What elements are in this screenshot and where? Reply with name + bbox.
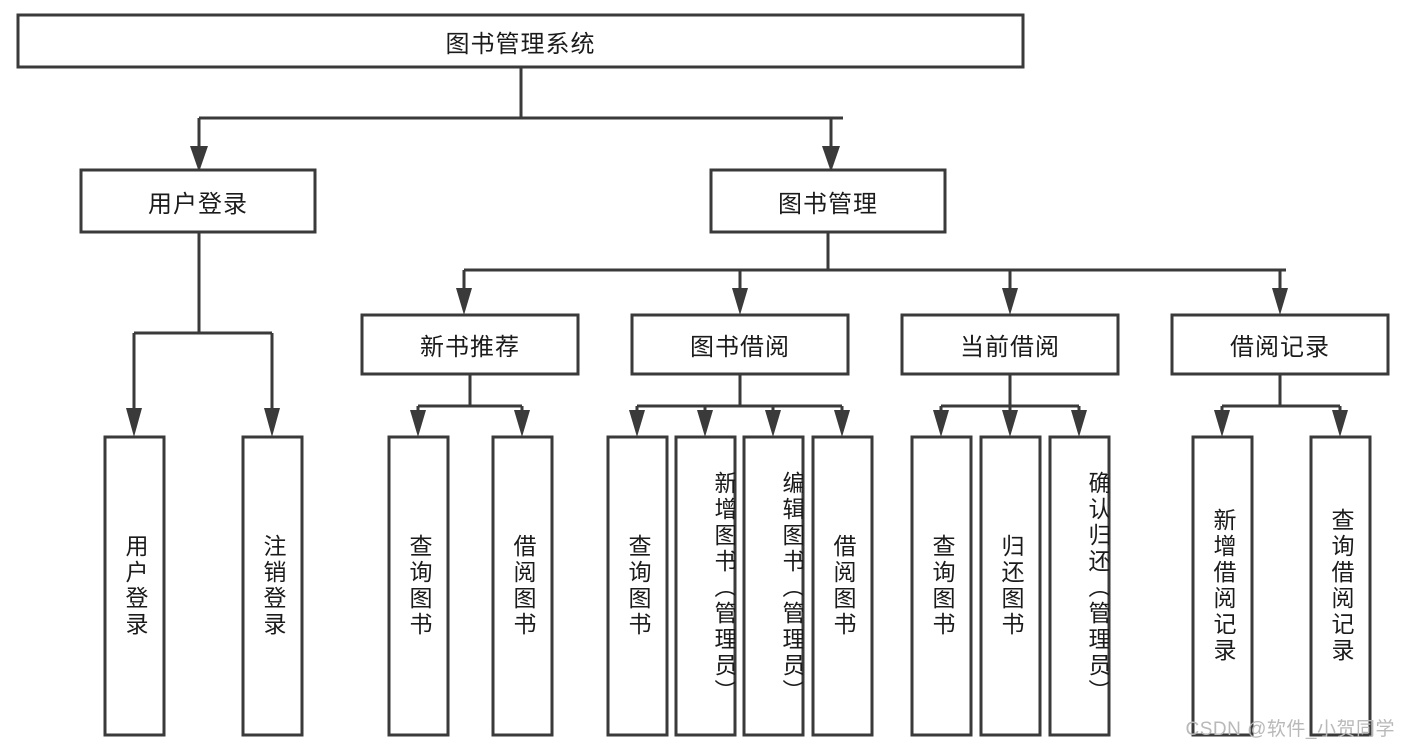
- arrow-head-add-book: [697, 410, 713, 437]
- arrow-head-user-login: [190, 146, 208, 172]
- arrow-head-query-book-3: [933, 410, 949, 437]
- arrow-head-current-borrow: [1002, 288, 1018, 315]
- leaf-borrow-book-2-box[interactable]: [811, 435, 874, 737]
- leaf-query-record-box[interactable]: [1309, 435, 1372, 737]
- node-borrow-record-box[interactable]: [1170, 313, 1390, 376]
- arrow-head-query-record: [1332, 410, 1348, 437]
- arrow-head-return-book: [1002, 410, 1018, 437]
- leaf-user-login-box[interactable]: [103, 435, 166, 737]
- leaf-add-book-box[interactable]: [674, 435, 737, 737]
- arrow-head-borrow-record: [1272, 288, 1288, 315]
- node-book-manage-box[interactable]: [709, 168, 947, 234]
- arrow-head-new-book: [456, 288, 472, 315]
- arrow-head-leaf-user-logout: [264, 408, 280, 437]
- leaf-query-book-2-box[interactable]: [606, 435, 669, 737]
- leaf-return-book-box[interactable]: [979, 435, 1042, 737]
- arrow-head-borrow-book-2: [834, 410, 850, 437]
- node-root-box[interactable]: [16, 13, 1025, 69]
- leaf-add-record-box[interactable]: [1191, 435, 1254, 737]
- arrow-head-query-book-2: [629, 410, 645, 437]
- node-book-borrow-box[interactable]: [630, 313, 850, 376]
- arrow-head-add-record: [1214, 410, 1230, 437]
- node-user-login-box[interactable]: [79, 168, 317, 234]
- arrow-head-book-borrow: [732, 288, 748, 315]
- leaf-borrow-book-1-box[interactable]: [491, 435, 554, 737]
- leaf-edit-book-box[interactable]: [742, 435, 805, 737]
- arrow-head-edit-book: [765, 410, 781, 437]
- leaf-user-logout-box[interactable]: [241, 435, 304, 737]
- node-current-borrow-box[interactable]: [900, 313, 1120, 376]
- leaf-query-book-3-box[interactable]: [910, 435, 973, 737]
- csdn-watermark: CSDN @软件_小贺同学: [1185, 719, 1395, 740]
- arrow-head-query-book-1: [410, 410, 426, 437]
- leaf-query-book-1-box[interactable]: [387, 435, 450, 737]
- arrow-head-leaf-user-login: [126, 408, 142, 437]
- arrow-head-book-manage: [822, 146, 840, 172]
- arrow-head-confirm-return: [1071, 410, 1087, 437]
- leaf-confirm-return-box[interactable]: [1048, 435, 1111, 737]
- node-new-book-recommend-box[interactable]: [360, 313, 580, 376]
- arrow-head-borrow-book-1: [514, 410, 530, 437]
